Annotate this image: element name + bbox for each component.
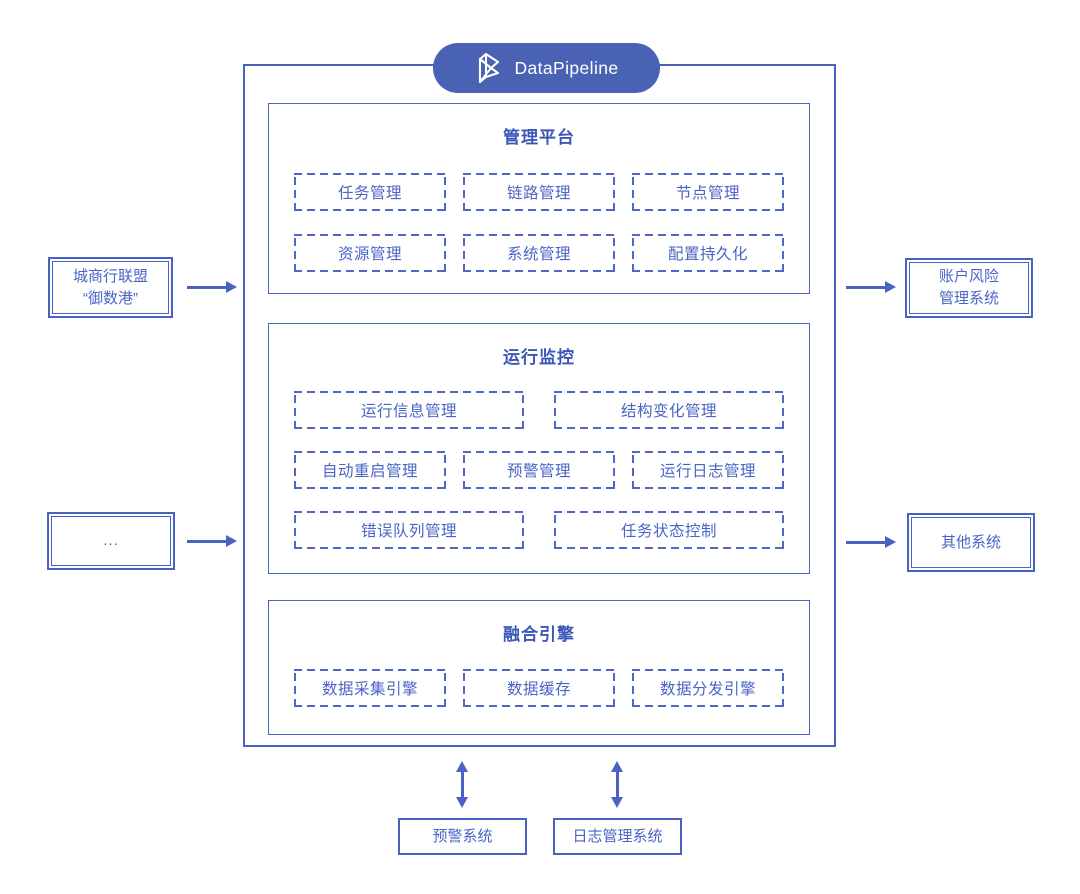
- module-row: 数据采集引擎 数据缓存 数据分发引擎: [294, 669, 784, 707]
- section-fusion-engine: 融合引擎 数据采集引擎 数据缓存 数据分发引擎: [268, 600, 810, 735]
- module-link-mgmt: 链路管理: [463, 173, 615, 211]
- module-row: 运行信息管理 结构变化管理: [294, 391, 784, 429]
- node-label-line: “御数港”: [83, 289, 138, 307]
- module-schema-change-mgmt: 结构变化管理: [554, 391, 784, 429]
- node-label-line: 预警系统: [432, 827, 493, 845]
- node-label-line: 日志管理系统: [572, 827, 663, 845]
- module-data-distribution-engine: 数据分发引擎: [632, 669, 784, 707]
- datapipeline-logo-pill: DataPipeline: [433, 43, 660, 93]
- module-row: 任务管理 链路管理 节点管理: [294, 173, 784, 211]
- node-log-management-system: 日志管理系统: [553, 818, 682, 855]
- arrow-right-icon: [187, 540, 227, 543]
- node-label-line: 账户风险: [938, 268, 999, 285]
- arrow-right-icon: [187, 286, 227, 289]
- module-auto-restart-mgmt: 自动重启管理: [294, 451, 446, 489]
- arrow-up-down-icon: [461, 771, 464, 798]
- module-runtime-info-mgmt: 运行信息管理: [294, 391, 524, 429]
- module-data-collection-engine: 数据采集引擎: [294, 669, 446, 707]
- section-title-fusion-engine: 融合引擎: [503, 625, 575, 644]
- node-label-line: 其他系统: [940, 533, 1001, 551]
- module-config-persistence: 配置持久化: [632, 234, 784, 272]
- logo-text: DataPipeline: [514, 57, 619, 78]
- arrow-right-icon: [846, 286, 886, 289]
- arrow-right-icon: [846, 541, 886, 544]
- module-task-state-control: 任务状态控制: [554, 511, 784, 549]
- module-resource-mgmt: 资源管理: [294, 234, 446, 272]
- module-row: 错误队列管理 任务状态控制: [294, 511, 784, 549]
- module-data-cache: 数据缓存: [463, 669, 615, 707]
- node-label-line: 城商行联盟: [72, 267, 148, 285]
- node-label-line: ...: [103, 532, 119, 549]
- node-label-line: 管理系统: [938, 290, 999, 307]
- node-ellipsis: ...: [47, 512, 175, 570]
- section-title-runtime-monitoring: 运行监控: [503, 348, 575, 367]
- module-node-mgmt: 节点管理: [632, 173, 784, 211]
- module-alert-mgmt: 预警管理: [463, 451, 615, 489]
- node-city-bank-alliance: 城商行联盟 “御数港”: [48, 257, 173, 318]
- module-row: 资源管理 系统管理 配置持久化: [294, 234, 784, 272]
- datapipeline-cube-icon: [479, 52, 500, 84]
- arrow-up-down-icon: [616, 771, 619, 798]
- node-other-systems: 其他系统: [907, 513, 1035, 572]
- node-alert-system: 预警系统: [398, 818, 527, 855]
- module-run-log-mgmt: 运行日志管理: [632, 451, 784, 489]
- module-system-mgmt: 系统管理: [463, 234, 615, 272]
- module-error-queue-mgmt: 错误队列管理: [294, 511, 524, 549]
- node-account-risk-system: 账户风险 管理系统: [905, 258, 1033, 318]
- section-title-management-platform: 管理平台: [503, 128, 575, 147]
- section-management-platform: 管理平台 任务管理 链路管理 节点管理 资源管理 系统管理 配置持久化: [268, 103, 810, 294]
- module-task-mgmt: 任务管理: [294, 173, 446, 211]
- module-row: 自动重启管理 预警管理 运行日志管理: [294, 451, 784, 489]
- section-runtime-monitoring: 运行监控 运行信息管理 结构变化管理 自动重启管理 预警管理 运行日志管理 错误…: [268, 323, 810, 574]
